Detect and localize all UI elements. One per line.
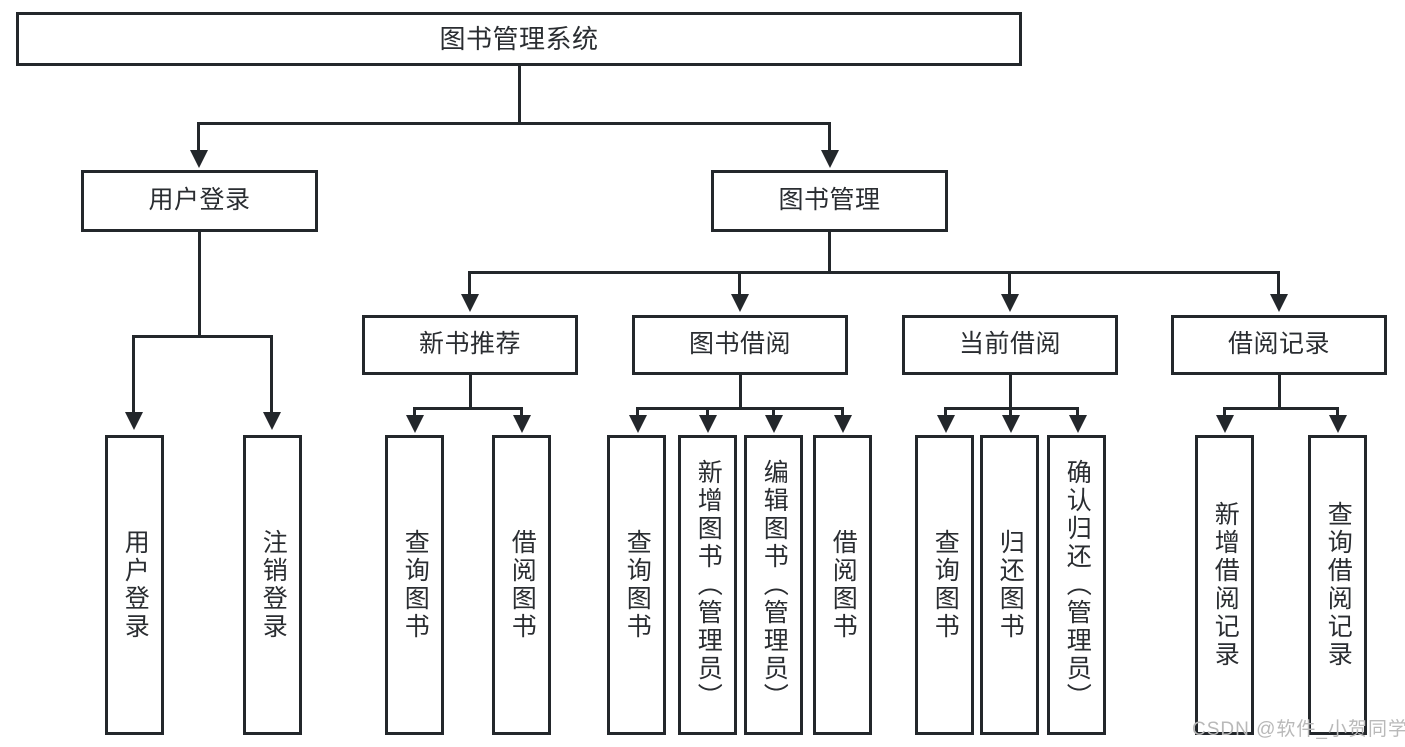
edge-user-login-to-leaf-1: [132, 335, 135, 413]
arrow-root-to-book-mgmt: [821, 150, 839, 168]
arrow-new-book-to-leaf-2: [513, 415, 531, 433]
edge-root-bus: [197, 122, 831, 125]
leaf-user-login[interactable]: 用户登录: [105, 435, 164, 735]
edge-records-to-leaf-2: [1336, 407, 1339, 416]
leaf-add-book-admin[interactable]: 新增图书（管理员）: [678, 435, 737, 735]
edge-new-book-to-leaf-2: [520, 407, 523, 416]
edge-book-mgmt-to-new-book: [468, 271, 471, 295]
edge-records-trunk: [1278, 375, 1281, 410]
node-new-book-recommend[interactable]: 新书推荐: [362, 315, 578, 375]
leaf-borrow-book-new[interactable]: 借阅图书: [492, 435, 551, 735]
leaf-query-book-new[interactable]: 查询图书: [385, 435, 444, 735]
arrow-borrow-to-leaf-1: [629, 415, 647, 433]
edge-user-login-bus: [132, 335, 273, 338]
watermark-csdn: CSDN @软件_小贺同学: [1192, 719, 1405, 740]
arrow-borrow-to-leaf-4: [834, 415, 852, 433]
leaf-return-book[interactable]: 归还图书: [980, 435, 1039, 735]
edge-current-to-leaf-1: [944, 407, 947, 416]
edge-book-mgmt-to-borrow: [738, 271, 741, 295]
arrow-records-to-leaf-2: [1329, 415, 1347, 433]
edge-root-to-book-mgmt: [828, 122, 831, 151]
node-current-borrow[interactable]: 当前借阅: [902, 315, 1118, 375]
arrow-root-to-user-login: [190, 150, 208, 168]
edge-user-login-trunk: [198, 232, 201, 338]
node-book-borrow[interactable]: 图书借阅: [632, 315, 848, 375]
arrow-borrow-to-leaf-3: [765, 415, 783, 433]
arrow-book-mgmt-to-current: [1001, 294, 1019, 312]
edge-borrow-to-leaf-2: [706, 407, 709, 416]
arrow-book-mgmt-to-new-book: [461, 294, 479, 312]
edge-borrow-trunk: [739, 375, 742, 410]
node-book-management[interactable]: 图书管理: [711, 170, 948, 232]
edge-book-mgmt-bus: [468, 271, 1280, 274]
leaf-query-book-borrow[interactable]: 查询图书: [607, 435, 666, 735]
node-root-system[interactable]: 图书管理系统: [16, 12, 1022, 66]
edge-current-to-leaf-3: [1076, 407, 1079, 416]
edge-current-trunk: [1009, 375, 1012, 410]
edge-records-bus: [1223, 407, 1339, 410]
arrow-current-to-leaf-2: [1002, 415, 1020, 433]
arrow-current-to-leaf-3: [1069, 415, 1087, 433]
edge-current-to-leaf-2: [1009, 407, 1012, 416]
arrow-user-login-to-leaf-1: [125, 412, 143, 430]
arrow-borrow-to-leaf-2: [699, 415, 717, 433]
arrow-new-book-to-leaf-1: [406, 415, 424, 433]
edge-user-login-to-leaf-2: [270, 335, 273, 413]
node-borrow-records[interactable]: 借阅记录: [1171, 315, 1387, 375]
arrow-user-login-to-leaf-2: [263, 412, 281, 430]
edge-book-mgmt-trunk: [828, 232, 831, 274]
edge-new-book-trunk: [469, 375, 472, 410]
edge-new-book-to-leaf-1: [413, 407, 416, 416]
leaf-borrow-book[interactable]: 借阅图书: [813, 435, 872, 735]
edge-root-trunk: [518, 66, 521, 122]
edge-borrow-bus: [636, 407, 844, 410]
leaf-logout-login[interactable]: 注销登录: [243, 435, 302, 735]
edge-borrow-to-leaf-3: [772, 407, 775, 416]
leaf-query-book-current[interactable]: 查询图书: [915, 435, 974, 735]
leaf-confirm-return-admin[interactable]: 确认归还（管理员）: [1047, 435, 1106, 735]
edge-book-mgmt-to-current: [1008, 271, 1011, 295]
arrow-book-mgmt-to-records: [1270, 294, 1288, 312]
arrow-book-mgmt-to-borrow: [731, 294, 749, 312]
arrow-current-to-leaf-1: [937, 415, 955, 433]
edge-new-book-bus: [413, 407, 523, 410]
edge-borrow-to-leaf-1: [636, 407, 639, 416]
leaf-query-borrow-record[interactable]: 查询借阅记录: [1308, 435, 1367, 735]
edge-root-to-user-login: [197, 122, 200, 151]
edge-records-to-leaf-1: [1223, 407, 1226, 416]
edge-borrow-to-leaf-4: [841, 407, 844, 416]
node-user-login[interactable]: 用户登录: [81, 170, 318, 232]
leaf-edit-book-admin[interactable]: 编辑图书（管理员）: [744, 435, 803, 735]
arrow-records-to-leaf-1: [1216, 415, 1234, 433]
leaf-add-borrow-record[interactable]: 新增借阅记录: [1195, 435, 1254, 735]
edge-book-mgmt-to-records: [1277, 271, 1280, 295]
